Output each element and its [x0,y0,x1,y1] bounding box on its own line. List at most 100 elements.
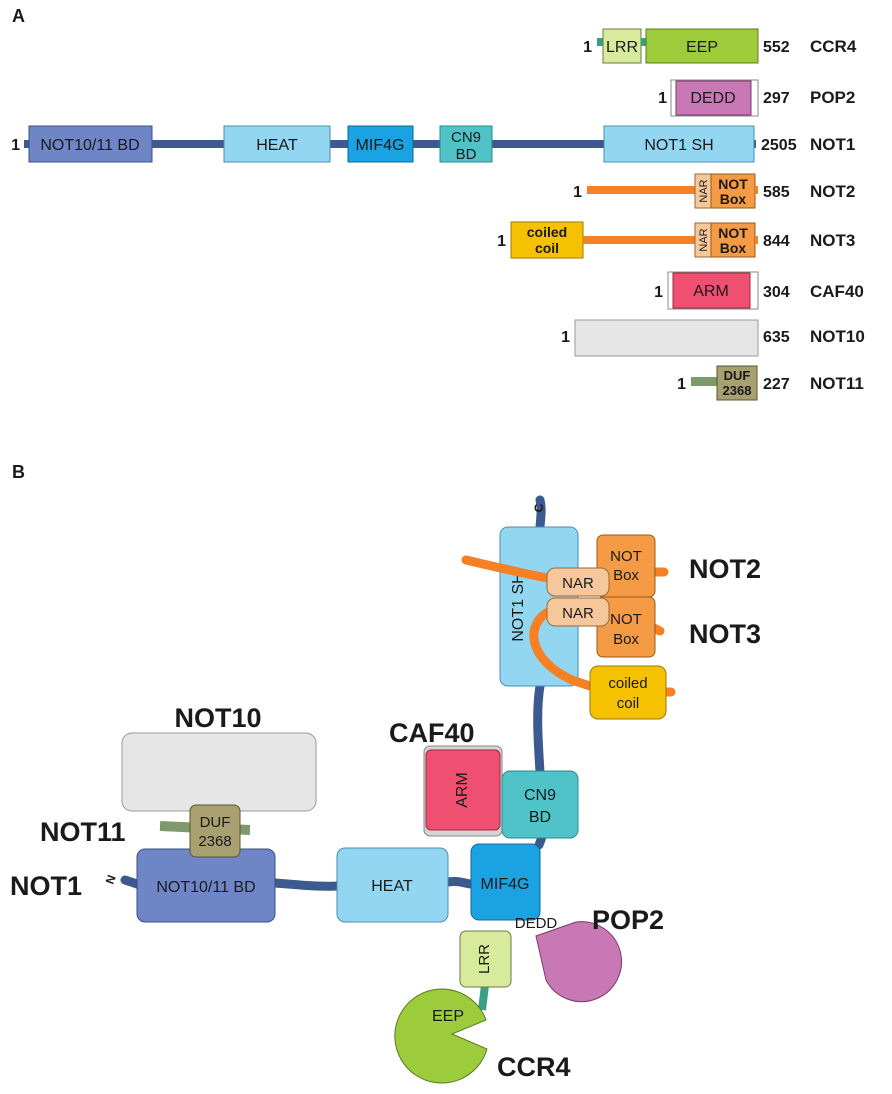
panel-b-label: B [12,462,25,482]
not1-heat-domain [223,125,331,163]
not2-tail [755,186,758,194]
arm-label-b: ARM [454,772,471,808]
caf40-row: 1 ARM 304 CAF40 [654,271,864,310]
not3-coiled-coil-label-1: coiled [527,224,567,240]
not2-label-b: NOT2 [689,554,761,584]
not1-not10-11bd-domain [28,125,153,163]
cn9bd-label-b-1: CN9 [524,787,556,804]
ccr4-linker-b [478,984,489,1011]
not10-end: 635 [763,329,790,346]
not3-end: 844 [763,233,790,250]
not1-not1sh-domain [603,125,755,163]
not3-chain [583,236,695,244]
pop2-start: 1 [658,90,667,107]
not10-label-b: NOT10 [174,703,261,733]
c-terminus-label: C [532,503,546,512]
pop2-dedd-domain [675,80,752,116]
eep-label-b: EEP [432,1008,464,1025]
pop2-dedd-label: DEDD [690,90,735,107]
not3-notbox-label-1: NOT [718,225,748,241]
notbox-not2-label-b-1: NOT [610,548,642,565]
notbox-not3-label-b-2: Box [613,631,639,648]
not11-name: NOT11 [810,374,864,393]
not3-notbox-label-2: Box [720,240,747,256]
not1sh-label-b: NOT1 SH [510,572,527,641]
not2-notbox-label-1: NOT [718,176,748,192]
notbox-not3-label-b-1: NOT [610,611,642,628]
not2-notbox-label-2: Box [720,191,747,207]
dedd-label-b: DEDD [515,915,558,932]
ccr4-eep-label: EEP [686,39,718,56]
mif4g-box-b [470,843,541,921]
ccr4-name: CCR4 [810,37,857,56]
ccr4-row: 1 LRR EEP 552 CCR4 [583,28,857,64]
pop2-end: 297 [763,90,790,107]
ccr4-linker [597,38,603,46]
not11-duf-domain [716,365,758,401]
duf-label-b-1: DUF [200,814,231,831]
not1-start: 1 [11,137,20,154]
not3-tail [755,236,758,244]
not11-row: 1 DUF 2368 227 NOT11 [677,365,864,401]
not11-duf-label-1: DUF [724,368,751,383]
ccr4-eep-domain [645,28,759,64]
not10-11bd-label-b: NOT10/11 BD [156,879,255,896]
not10-row: 1 635 NOT10 [561,319,865,357]
cn9bd-label-b-2: BD [529,809,551,826]
duf-label-b-2: 2368 [198,833,231,850]
caf40-start: 1 [654,284,663,301]
n-terminus-label: N [103,873,119,886]
not10-box-b [121,732,317,812]
not2-start: 1 [573,184,582,201]
not1-cn9bd-label-1: CN9 [451,129,481,146]
not11-start: 1 [677,376,686,393]
not3-coiled-coil-domain [510,221,584,259]
heat-label-b: HEAT [371,878,413,895]
not2-name: NOT2 [810,182,855,201]
panel-a-label: A [12,6,25,26]
not2-chain-b [461,555,669,583]
not11-duf-label-2: 2368 [723,383,752,398]
not1-mif4g-domain [347,125,414,163]
not1-row: 1 NOT10/11 BD HEAT MIF4G CN9 BD NOT1 SH … [11,125,855,163]
not1-mif4g-label: MIF4G [356,137,405,154]
duf-box-b [189,804,241,858]
not10-chain [574,319,759,357]
nar-not3-label-b: NAR [562,605,594,622]
nar-not2-label-b: NAR [562,575,594,592]
not2-chain [587,186,695,194]
not3-nar-label: NAR [698,228,710,251]
dedd-shape-b [535,921,622,1003]
nar-not3-b [546,597,610,627]
pop2-row: 1 DEDD 297 POP2 [658,79,855,117]
coiled-coil-box-b [589,665,667,720]
not1-label-b: NOT1 [10,871,82,901]
nar-not2-b [546,567,610,597]
not2-end: 585 [763,184,790,201]
notbox-not3-b [596,596,656,658]
coiled-coil-label-b-1: coiled [608,675,647,692]
ccr4-label-b: CCR4 [497,1052,571,1082]
pop2-label-b: POP2 [592,905,664,935]
ccr4-lrr-label: LRR [606,39,638,56]
not1-not1sh-label: NOT1 SH [644,137,713,154]
caf40-label-b: CAF40 [389,718,475,748]
cn9bd-box-b [501,770,579,839]
not11-chain [691,377,717,386]
pop2-name: POP2 [810,88,855,107]
not2-nar-label: NAR [698,179,710,202]
eep-shape-b [394,988,488,1084]
not3-row: 1 coiled coil NAR NOT Box 844 NOT3 [497,221,855,259]
caf40-arm-label: ARM [693,283,729,300]
caf40-end: 304 [763,284,790,301]
not2-row: 1 NAR NOT Box 585 NOT2 [573,173,855,209]
not1-cn9bd-label-2: BD [456,146,477,163]
arm-box-b [425,749,501,831]
notbox-not2-label-b-2: Box [613,567,639,584]
caf40-arm-domain [672,272,751,309]
not10-start: 1 [561,329,570,346]
not1-cn9bd-domain [439,125,493,163]
not1-end: 2505 [761,137,797,154]
lrr-label-b: LRR [476,944,493,974]
